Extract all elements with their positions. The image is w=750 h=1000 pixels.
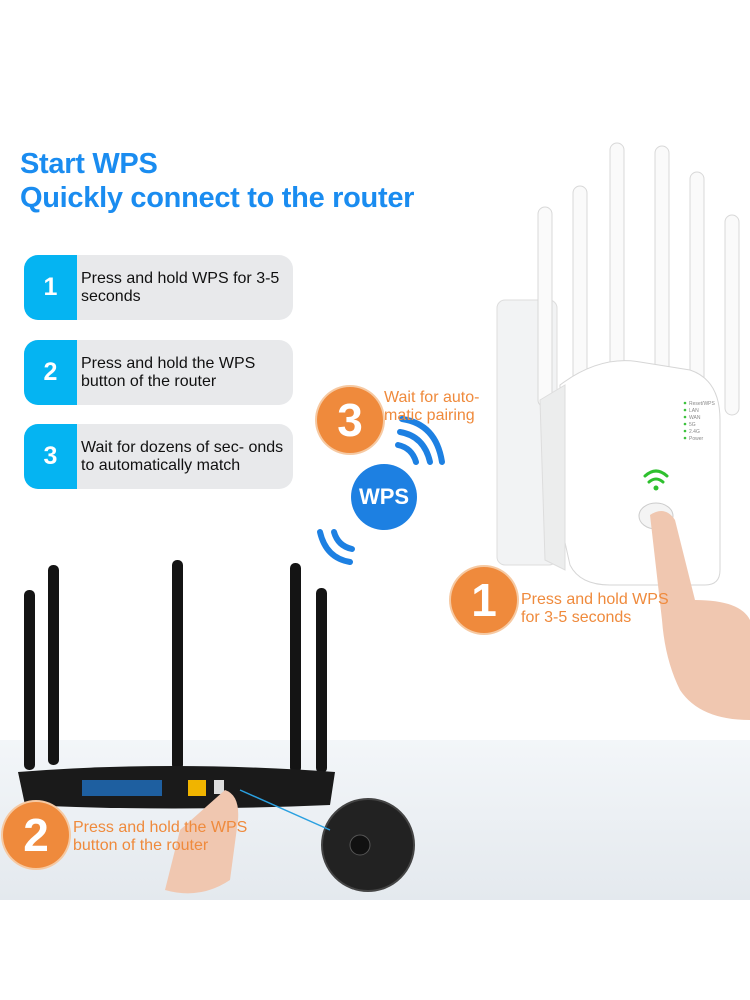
callout-line: Press and hold WPS: [521, 591, 669, 608]
callout-1-badge: 1: [451, 567, 517, 633]
step-text: Wait for dozens of sec- onds to automati…: [81, 438, 284, 474]
callout-line: matic pairing: [384, 407, 475, 424]
wifi-waves-icon: [317, 416, 445, 565]
hand-left: [165, 790, 239, 894]
callout-2-text: Press and hold the WPS button of the rou…: [73, 819, 247, 855]
step-text: Press and hold the WPS button of the rou…: [81, 354, 256, 390]
router-antennas: [24, 560, 327, 773]
led-label: Power: [689, 436, 704, 442]
led-label: Reset/WPS: [689, 401, 716, 407]
page-title: Start WPS Quickly connect to the router: [20, 147, 414, 215]
step-text: Press and hold WPS for 3-5 seconds: [81, 269, 280, 305]
step-2: 2 Press and hold the WPS button of the r…: [24, 340, 293, 405]
router-body: [18, 766, 335, 809]
step-1: 1 Press and hold WPS for 3-5 seconds: [24, 255, 293, 320]
step-number: 2: [24, 340, 77, 405]
router-wan-port: [188, 780, 206, 796]
led-label: 2.4G: [689, 429, 700, 435]
callout-line: Wait for auto-: [384, 389, 480, 406]
callout-line: button of the router: [73, 837, 209, 854]
extender-body: [559, 360, 721, 586]
title-line-2: Quickly connect to the router: [20, 182, 415, 214]
callout-1-text: Press and hold WPS for 3-5 seconds: [521, 591, 669, 627]
callout-2-badge: 2: [3, 802, 69, 868]
title-line-1: Start WPS: [20, 148, 158, 180]
wifi-signal-icon: [643, 469, 669, 484]
router-lan-ports: [82, 780, 162, 796]
extender-antennas: [537, 142, 740, 416]
wps-badge: WPS: [351, 464, 417, 530]
callout-3-badge: 3: [317, 387, 383, 453]
led-label: LAN: [689, 408, 699, 414]
callout-line: for 3-5 seconds: [521, 609, 632, 626]
hand-right: [650, 511, 750, 720]
step-number: 1: [24, 255, 77, 320]
led-label: 5G: [689, 422, 696, 428]
step-number: 3: [24, 424, 77, 489]
callout-3-text: Wait for auto- matic pairing: [384, 389, 479, 425]
callout-line: Press and hold the WPS: [73, 819, 248, 836]
led-label: WAN: [689, 415, 701, 421]
step-3: 3 Wait for dozens of sec- onds to automa…: [24, 424, 293, 489]
led-indicators: [683, 401, 687, 440]
router-wps-button[interactable]: [349, 834, 371, 856]
